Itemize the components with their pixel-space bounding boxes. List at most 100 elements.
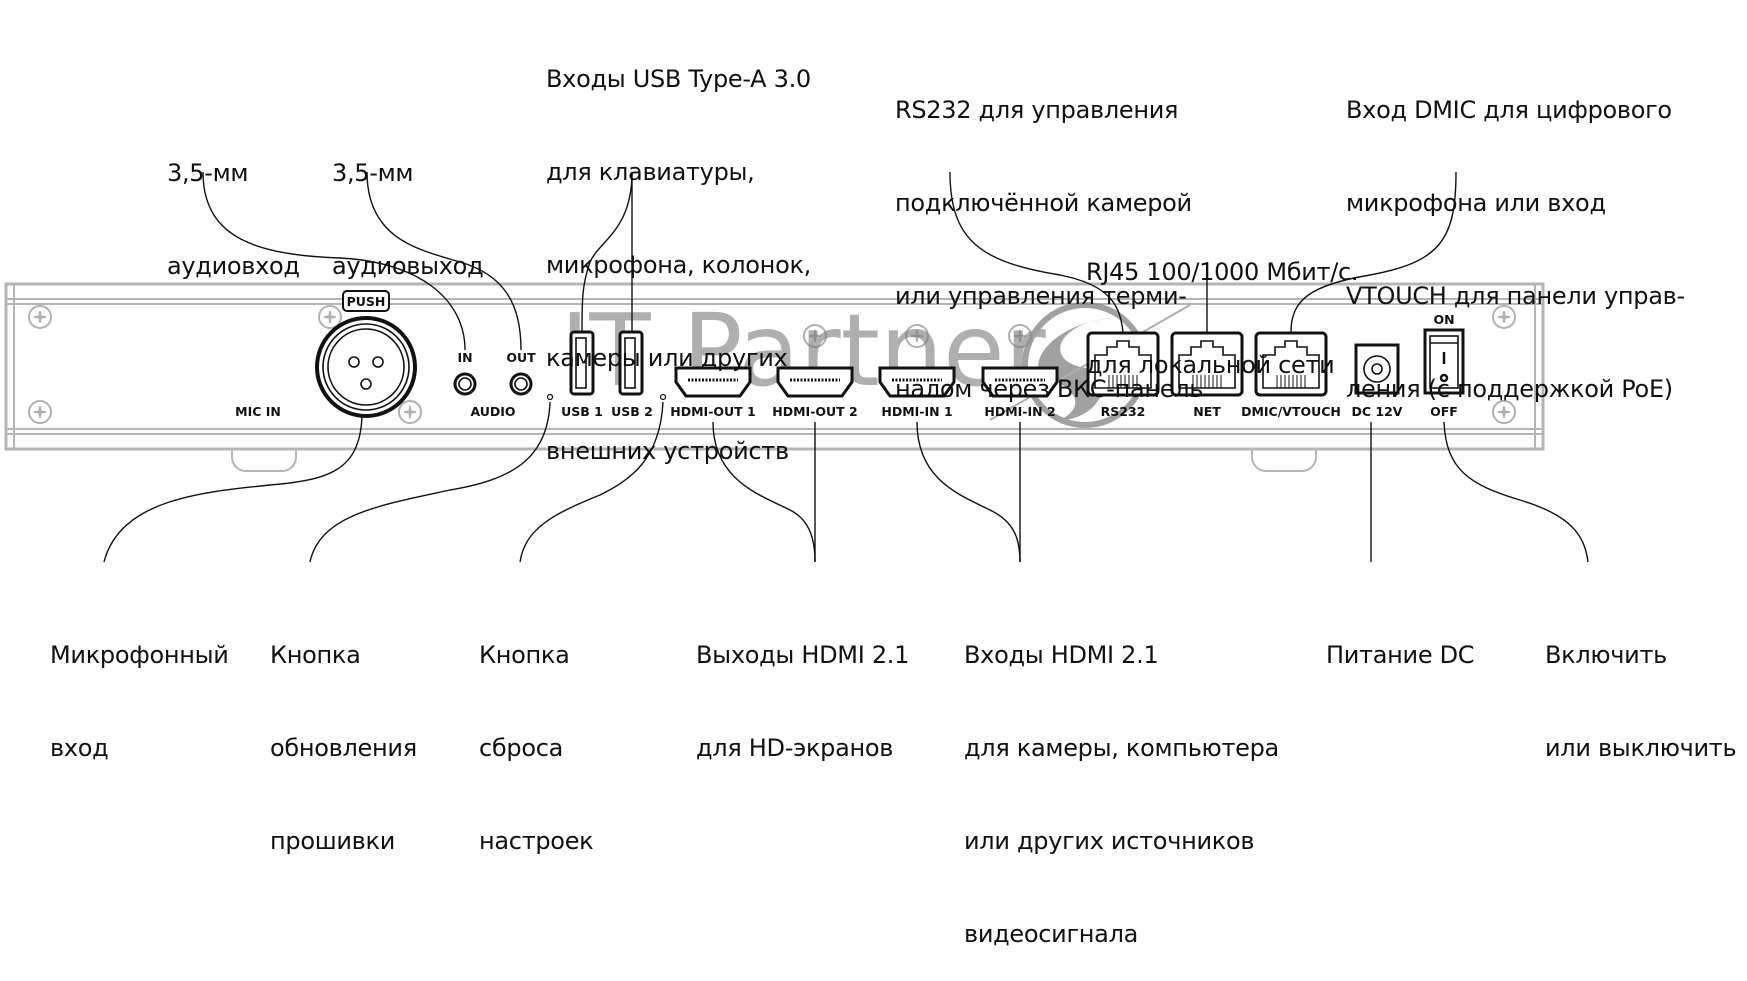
leader-rs232 bbox=[949, 171, 1124, 333]
leader-power bbox=[1443, 421, 1589, 563]
callout-line: Микрофонный bbox=[50, 641, 229, 669]
device-foot-right bbox=[1251, 449, 1317, 472]
callout-line: видеосигнала bbox=[964, 920, 1139, 948]
hdmi-in2-port bbox=[981, 366, 1059, 398]
leader-mic bbox=[103, 415, 363, 563]
usb1-label: USB 1 bbox=[561, 404, 603, 419]
hdmi-out1-label: HDMI-OUT 1 bbox=[670, 404, 755, 419]
leader-dmic bbox=[1290, 171, 1457, 333]
callout-line: Входы USB Type-A 3.0 bbox=[546, 65, 811, 93]
hdmi-in1-port bbox=[878, 366, 956, 398]
dmic-vtouch-label: DMIC/VTOUCH bbox=[1241, 404, 1341, 419]
leader-usb1 bbox=[581, 171, 633, 333]
screw-icon bbox=[28, 400, 52, 424]
leader-hdmi-out1 bbox=[712, 421, 816, 563]
callout-line: внешних устройств bbox=[546, 437, 789, 465]
callout-line: 3,5-мм bbox=[167, 159, 249, 187]
dc-power-jack bbox=[1354, 343, 1400, 395]
callout-dmic: Вход DMIC для цифрового микрофона или вх… bbox=[1346, 33, 1685, 436]
callout-line: микрофона, колонок, bbox=[546, 251, 811, 279]
callout-line: прошивки bbox=[270, 827, 396, 855]
push-label: PUSH bbox=[347, 294, 386, 309]
callout-line: аудиовход bbox=[167, 252, 300, 280]
callout-line: Включить bbox=[1545, 641, 1668, 669]
dc12v-label: DC 12V bbox=[1352, 404, 1403, 419]
callout-line: Выходы HDMI 2.1 bbox=[696, 641, 910, 669]
usb2-port bbox=[618, 330, 644, 396]
callout-firmware: Кнопка обновления прошивки bbox=[270, 578, 417, 888]
callout-line: или выключить bbox=[1545, 734, 1737, 762]
callout-hdmi-out: Выходы HDMI 2.1 для HD-экранов bbox=[696, 578, 909, 795]
callout-line: сброса bbox=[479, 734, 564, 762]
callout-line: для клавиатуры, bbox=[546, 158, 755, 186]
callout-line: Кнопка bbox=[479, 641, 570, 669]
callout-line: налом через ВКС-панель bbox=[895, 375, 1204, 403]
callout-line: RJ45 100/1000 Мбит/с. bbox=[1086, 258, 1359, 286]
callout-line: аудиовыход bbox=[332, 252, 484, 280]
callout-line: Питание DC bbox=[1326, 641, 1475, 669]
callout-line: обновления bbox=[270, 734, 417, 762]
leader-audio-out bbox=[366, 171, 522, 351]
callout-rs232: RS232 для управления подключённой камеро… bbox=[895, 33, 1203, 436]
audio-in-jack bbox=[453, 372, 477, 396]
callout-line: 3,5-мм bbox=[332, 159, 414, 187]
mic-in-label: MIC IN bbox=[235, 404, 281, 419]
reset-button-pinhole bbox=[659, 393, 667, 401]
callout-line: для HD-экранов bbox=[696, 734, 894, 762]
firmware-button-pinhole bbox=[546, 393, 554, 401]
callout-line: RS232 для управления bbox=[895, 96, 1179, 124]
callout-hdmi-in: Входы HDMI 2.1 для камеры, компьютера ил… bbox=[964, 578, 1279, 981]
leader-hdmi-in1 bbox=[916, 421, 1021, 563]
callout-audio-in: 3,5-мм аудиовход bbox=[167, 96, 300, 313]
hdmi-in1-label: HDMI-IN 1 bbox=[881, 404, 952, 419]
leader-firmware bbox=[309, 401, 551, 563]
callout-line: для локальной сети bbox=[1086, 351, 1335, 379]
dmic-vtouch-port bbox=[1254, 331, 1328, 397]
callout-reset: Кнопка сброса настроек bbox=[479, 578, 594, 888]
hdmi-out1-port bbox=[674, 366, 752, 398]
net-port bbox=[1170, 331, 1244, 397]
screw-icon bbox=[398, 400, 422, 424]
callout-mic: Микрофонный вход bbox=[50, 578, 229, 795]
switch-on-label: ON bbox=[1433, 312, 1454, 327]
leader-audio-in bbox=[202, 171, 466, 351]
screw-icon bbox=[1492, 305, 1516, 329]
rear-panel-diagram: IT Partner PUSH MIC IN IN OUT AUDIO USB … bbox=[4, 171, 1589, 563]
callout-line: VTOUCH для панели управ- bbox=[1346, 282, 1685, 310]
hdmi-out2-label: HDMI-OUT 2 bbox=[772, 404, 857, 419]
callout-line: ления (с поддержкой PoE) bbox=[1346, 375, 1673, 403]
audio-out-label: OUT bbox=[506, 350, 536, 365]
callout-dc: Питание DC bbox=[1326, 578, 1475, 702]
xlr-mic-in-port: PUSH bbox=[315, 290, 417, 418]
audio-out-jack bbox=[509, 372, 533, 396]
callout-line: подключённой камерой bbox=[895, 189, 1192, 217]
audio-in-label: IN bbox=[457, 350, 472, 365]
power-rocker-switch bbox=[1423, 328, 1465, 395]
hdmi-out2-port bbox=[776, 366, 854, 398]
net-label: NET bbox=[1193, 404, 1221, 419]
audio-label: AUDIO bbox=[470, 404, 515, 419]
callout-usb: Входы USB Type-A 3.0 для клавиатуры, мик… bbox=[546, 2, 811, 498]
screw-icon bbox=[1492, 400, 1516, 424]
callout-audio-out: 3,5-мм аудиовыход bbox=[332, 96, 484, 313]
callout-line: вход bbox=[50, 734, 109, 762]
screw-icon bbox=[318, 305, 342, 329]
callout-line: настроек bbox=[479, 827, 594, 855]
screw-icon bbox=[905, 324, 929, 348]
callout-line: или других источников bbox=[964, 827, 1255, 855]
callout-line: микрофона или вход bbox=[1346, 189, 1606, 217]
rs232-port bbox=[1086, 331, 1160, 397]
screw-icon bbox=[803, 324, 827, 348]
rs232-label: RS232 bbox=[1101, 404, 1146, 419]
leader-reset bbox=[519, 401, 664, 563]
device-chassis bbox=[4, 282, 1545, 451]
hdmi-in2-label: HDMI-IN 2 bbox=[984, 404, 1055, 419]
screw-icon bbox=[28, 305, 52, 329]
callout-line: или управления терми- bbox=[895, 282, 1187, 310]
callout-power: Включить или выключить bbox=[1545, 578, 1737, 795]
callout-line: камеры или других bbox=[546, 344, 788, 372]
callout-line: Входы HDMI 2.1 bbox=[964, 641, 1159, 669]
callout-rj45: RJ45 100/1000 Мбит/с. для локальной сети bbox=[1086, 195, 1359, 412]
switch-off-label: OFF bbox=[1430, 404, 1458, 419]
callout-line: Вход DMIC для цифрового bbox=[1346, 96, 1672, 124]
